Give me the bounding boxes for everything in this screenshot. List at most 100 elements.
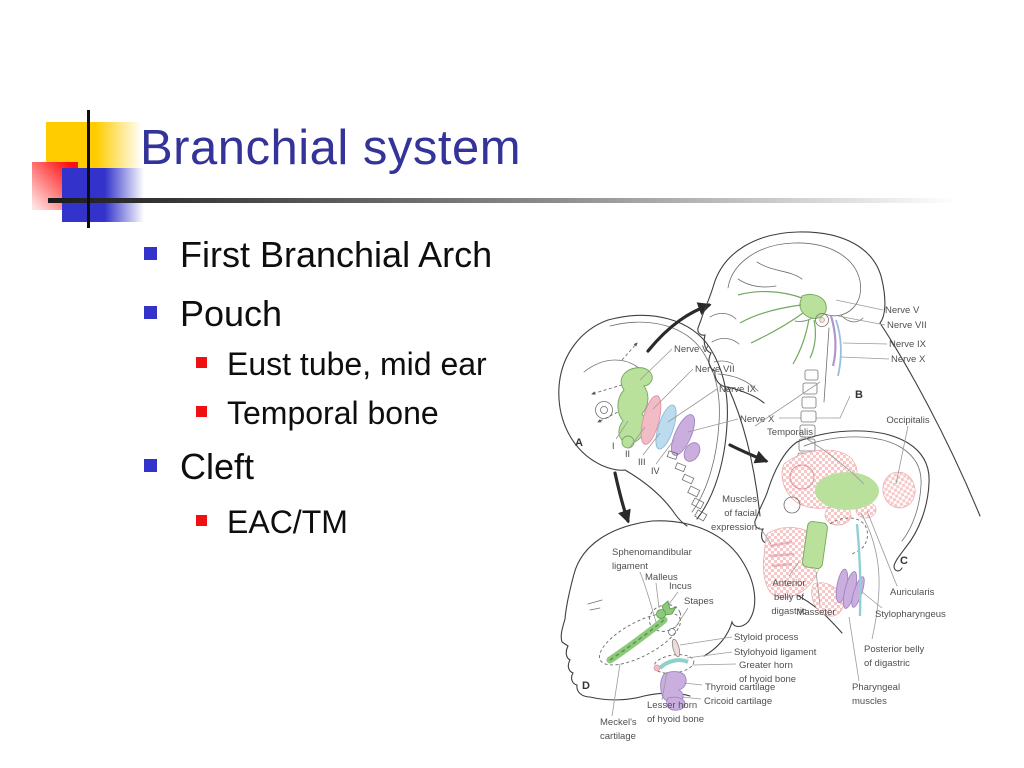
svg-text:of digastric: of digastric	[864, 658, 910, 669]
nerve-x-streak	[835, 319, 842, 377]
pharyngeal-muscles-label: Pharyngeal muscles	[852, 682, 900, 707]
bullet-square-icon	[196, 357, 207, 368]
title-underline	[48, 198, 986, 203]
svg-text:cartilage: cartilage	[600, 731, 636, 742]
cricoid-cartilage-label: Cricoid cartilage	[704, 696, 772, 707]
bullet-square-icon	[196, 406, 207, 417]
malleus-label: Malleus	[645, 572, 678, 583]
nerve-ix-streak	[829, 315, 837, 367]
svg-text:of facial: of facial	[724, 508, 757, 519]
somites-sketch	[666, 450, 708, 522]
svg-text:expression: expression	[711, 522, 757, 533]
bullet-square-icon	[196, 515, 207, 526]
svg-text:digastric: digastric	[771, 606, 807, 617]
ear-ossicle-dashed-capsule	[648, 604, 682, 632]
list-item-label: Cleft	[180, 446, 255, 487]
jaw-muscles-region	[811, 582, 844, 617]
panel-a-embryo: I II III IV A Nerve V Nerve VII Nerve IX…	[558, 314, 851, 527]
mandible-dashed-capsule	[599, 612, 681, 666]
sphenomandibular-ligament-label: Sphenomandibular ligament	[612, 547, 692, 572]
svg-text:Muscles: Muscles	[722, 494, 757, 505]
svg-text:Greater horn: Greater horn	[739, 660, 793, 671]
stapes-label: Stapes	[684, 596, 714, 607]
lesser-horn-label: Lesser horn of hyoid bone	[647, 700, 704, 725]
nerve-vii-label: Nerve VII	[695, 364, 735, 375]
nerve-v-label: Nerve V	[885, 305, 920, 316]
list-item-label: EAC/TM	[227, 504, 348, 540]
svg-text:muscles: muscles	[852, 696, 887, 707]
stylopharyngeus-line	[855, 523, 862, 617]
panel-c-muscles-head: Temporalis Occipitalis Muscles of facial…	[711, 415, 946, 707]
temporalis-green-region	[815, 472, 879, 510]
arrow-a-to-d	[613, 471, 631, 524]
bullet-square-icon	[144, 459, 157, 472]
thyroid-cartilage-shape	[660, 671, 687, 703]
styloid-shape	[671, 638, 681, 658]
panel-d-cartilage-head: Sphenomandibular ligament Malleus Incus …	[560, 520, 817, 742]
bullet-square-icon	[144, 306, 157, 319]
masseter-green-region	[802, 521, 828, 569]
svg-text:Pharyngeal: Pharyngeal	[852, 682, 900, 693]
nerve-ganglion-region	[799, 294, 827, 319]
list-item: EAC/TM	[196, 504, 348, 541]
deco-vertical-line	[87, 110, 90, 228]
styloid-process-label: Styloid process	[734, 632, 799, 643]
occipitalis-region	[882, 471, 916, 509]
temporalis-label: Temporalis	[767, 427, 813, 438]
mouth-muscle-strokes	[769, 540, 795, 568]
masseter-label: Masseter	[796, 607, 835, 618]
auricularis-label: Auricularis	[890, 587, 935, 598]
nerve-x-label: Nerve X	[740, 414, 775, 425]
list-item-label: Temporal bone	[227, 395, 439, 431]
stylohyoid-ligament-label: Stylohyoid ligament	[734, 647, 817, 658]
svg-text:Anterior: Anterior	[772, 578, 805, 589]
nerve-branches	[737, 290, 816, 365]
svg-text:Meckel's: Meckel's	[600, 717, 637, 728]
greater-horn-label: Greater horn of hyoid bone	[739, 660, 796, 685]
list-item: Pouch	[144, 293, 282, 335]
stapes-shape	[668, 628, 676, 636]
ear-structure	[815, 313, 829, 327]
arch-numeral: I	[612, 441, 615, 451]
meckels-cartilage-label: Meckel's cartilage	[600, 717, 637, 742]
hyoid-teal-band	[658, 658, 689, 670]
branchial-diagram-figure: I II III IV A Nerve V Nerve VII Nerve IX…	[558, 231, 981, 742]
page-title: Branchial system	[140, 121, 522, 175]
panel-c-marker: C	[900, 555, 908, 567]
svg-text:Lesser horn: Lesser horn	[647, 700, 697, 711]
arch-2-region	[640, 395, 662, 445]
list-item-label: First Branchial Arch	[180, 234, 493, 275]
occipitalis-label: Occipitalis	[886, 415, 930, 426]
svg-text:of hyoid bone: of hyoid bone	[647, 714, 704, 725]
muscles-of-facial-expression-label: Muscles of facial expression	[711, 494, 757, 533]
svg-text:ligament: ligament	[612, 561, 648, 572]
arch-4-region	[670, 414, 696, 456]
nerve-v-label: Nerve V	[674, 344, 709, 355]
list-item-label: Pouch	[180, 293, 283, 334]
arch-3-region	[655, 404, 677, 450]
bullet-square-icon	[144, 247, 157, 260]
thyroid-cartilage-label: Thyroid cartilage	[705, 682, 775, 693]
arch-numeral: III	[638, 457, 646, 467]
nerve-vii-label: Nerve VII	[887, 320, 927, 331]
anterior-belly-of-digastric-label: Anterior belly of digastric	[771, 578, 807, 617]
panel-a-marker: A	[575, 437, 583, 449]
svg-text:Posterior belly: Posterior belly	[864, 644, 924, 655]
svg-text:Sphenomandibular: Sphenomandibular	[612, 547, 692, 558]
arch-numeral: II	[625, 449, 630, 459]
nerve-x-label: Nerve X	[891, 354, 926, 365]
arch-numeral: IV	[651, 466, 660, 476]
panel-d-marker: D	[582, 680, 590, 692]
arch-1-hook	[621, 435, 635, 449]
cricoid-cartilage-shape	[666, 696, 686, 711]
list-item: First Branchial Arch	[144, 234, 492, 276]
posterior-belly-of-digastric-label: Posterior belly of digastric	[864, 644, 924, 669]
deco-blue-square	[62, 168, 144, 222]
svg-text:of hyoid bone: of hyoid bone	[739, 674, 796, 685]
list-item-label: Eust tube, mid ear	[227, 346, 487, 382]
mandible-dashed-outline	[829, 517, 868, 555]
stylopharyngeus-label: Stylopharyngeus	[875, 609, 946, 620]
panel-b-fetal-head: Nerve V Nerve VII Nerve IX Nerve X B	[697, 231, 981, 517]
nerve-ix-label: Nerve IX	[889, 339, 927, 350]
